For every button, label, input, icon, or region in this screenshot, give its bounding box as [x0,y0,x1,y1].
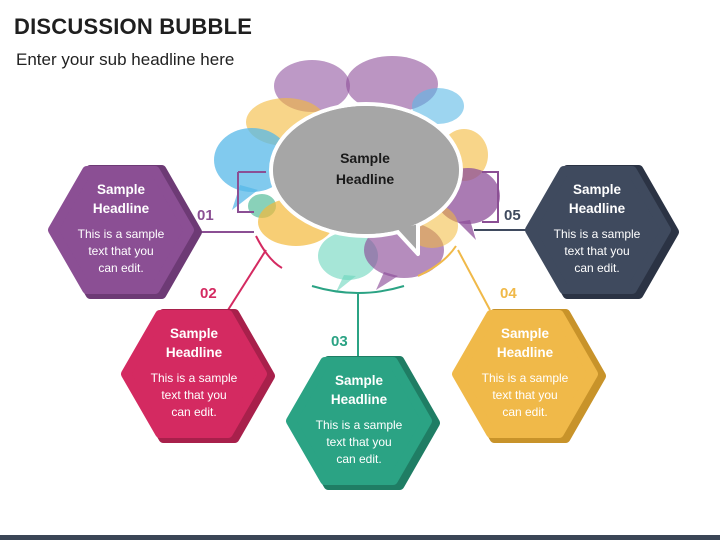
item-05-body: This is a sample text that you can edit. [553,227,641,275]
connectors [192,229,530,358]
page-title: DISCUSSION BUBBLE [14,14,253,39]
item-05-headline: Sample Headline [568,182,626,216]
item-04-text: Sample Headline This is a sample text th… [466,324,584,421]
item-03-text: Sample Headline This is a sample text th… [300,371,418,468]
cluster-outlines [237,171,499,294]
bubble-purple-right-tail [458,220,476,240]
item-02-number: 02 [200,285,217,302]
hexagon-03 [286,356,440,490]
page-subtitle: Enter your sub headline here [16,50,235,69]
hexagon-02 [121,309,275,443]
hexagon-02-face [121,310,267,438]
item-04-number: 04 [500,285,517,302]
bubble-teal-bottom-tail [336,275,356,292]
hexagon-04-face [452,310,598,438]
bubble-teal-bottom [318,232,378,280]
item-03-headline: Sample Headline [330,373,388,407]
item-04-headline: Sample Headline [496,326,554,360]
hexagon-01 [48,165,202,299]
item-03-body: This is a sample text that you can edit. [315,418,403,466]
connector-02 [227,249,267,311]
item-05-text: Sample Headline This is a sample text th… [538,180,656,277]
center-bubble [269,102,463,256]
bubble-blue-top [412,88,464,124]
item-02-text: Sample Headline This is a sample text th… [135,324,253,421]
hexagon-05-face [525,166,671,294]
item-01-number: 01 [197,207,214,224]
bubble-purple-bottom-tail [376,272,398,290]
item-04-body: This is a sample text that you can edit. [481,371,569,419]
hexagon-03-face [286,357,432,485]
connector-04 [457,249,491,311]
item-03-number: 03 [331,333,348,350]
item-05-number: 05 [504,207,521,224]
footer-bar [0,535,720,540]
hexagon-layer [48,165,679,490]
hexagon-04 [452,309,606,443]
item-01-text: Sample Headline This is a sample text th… [62,180,180,277]
item-01-body: This is a sample text that you can edit. [77,227,165,275]
item-02-body: This is a sample text that you can edit. [150,371,238,419]
hexagon-01-face [48,166,194,294]
center-headline: Sample Headline [335,150,395,187]
hexagon-05 [525,165,679,299]
item-01-headline: Sample Headline [92,182,150,216]
item-02-headline: Sample Headline [165,326,223,360]
